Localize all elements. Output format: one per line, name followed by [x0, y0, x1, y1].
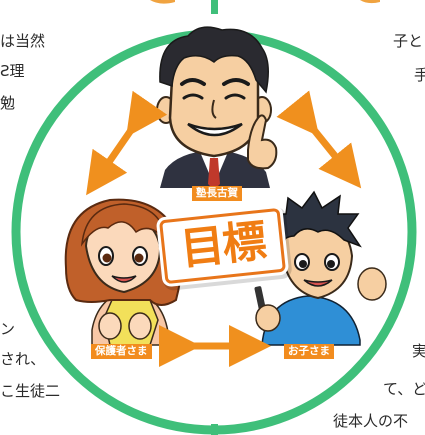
- ring-bottom-tick: [211, 424, 218, 435]
- arrow-teacher-parent: [86, 90, 168, 196]
- left-text-2: Ƨ理: [0, 62, 25, 80]
- right-text-1: 子と: [393, 32, 424, 50]
- left-text-3: 勉: [0, 94, 16, 112]
- right-text-4: て、ど: [383, 380, 425, 398]
- right-text-2: 手: [414, 66, 425, 84]
- ring-top-tick: [211, 0, 218, 14]
- parent-illustration: [64, 198, 183, 346]
- teacher-illustration: [156, 26, 278, 190]
- goal-badge-text: 目標: [178, 215, 267, 276]
- goal-badge: 目標: [158, 207, 287, 285]
- right-text-3: 実: [412, 342, 425, 360]
- left-text-5: され、: [0, 350, 46, 368]
- arrow-teacher-child: [276, 90, 362, 189]
- child-label: お子さま: [284, 344, 334, 359]
- child-illustration: [254, 190, 387, 346]
- left-text-6: こ生徒二: [0, 382, 61, 400]
- left-text-4: ン: [0, 320, 16, 338]
- right-text-5: 徒本人の不: [333, 412, 409, 430]
- teacher-label: 塾長古賀: [192, 186, 242, 201]
- top-decoration-right: [360, 0, 380, 4]
- left-text-1: は当然: [0, 32, 46, 50]
- top-decoration: [150, 0, 175, 4]
- parent-label: 保護者さま: [91, 344, 152, 359]
